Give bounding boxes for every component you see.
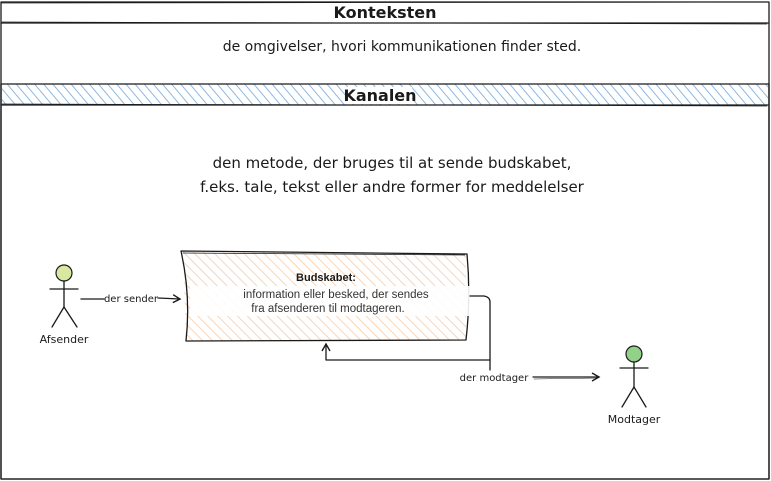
edge-receives: der modtager [321, 295, 601, 384]
message-box: Budskabet: information eller besked, der… [180, 250, 470, 342]
receiver-head [625, 345, 643, 363]
receiver-actor: Modtager [608, 345, 661, 426]
edge-sends: der sender [80, 294, 182, 305]
context-title: Konteksten [333, 3, 436, 22]
sender-label: Afsender [40, 333, 89, 346]
message-title: Budskabet: [296, 272, 356, 284]
channel-description-line2: f.eks. tale, tekst eller andre former fo… [200, 178, 585, 196]
channel-description-line1: den metode, der bruges til at sende buds… [213, 154, 572, 172]
message-line2: fra afsenderen til modtageren. [251, 303, 404, 315]
channel-title: Kanalen [343, 86, 416, 105]
message-line1: information eller besked, der sendes [243, 289, 429, 301]
channel-frame: Kanalen den metode, der bruges til at se… [0, 83, 770, 480]
sender-actor: Afsender [40, 264, 89, 346]
edge-sends-label: der sender [104, 294, 159, 305]
edge-receives-label: der modtager [460, 373, 530, 384]
receiver-label: Modtager [608, 413, 661, 426]
sender-head [55, 264, 73, 282]
context-description: de omgivelser, hvori kommunikationen fin… [223, 39, 582, 55]
